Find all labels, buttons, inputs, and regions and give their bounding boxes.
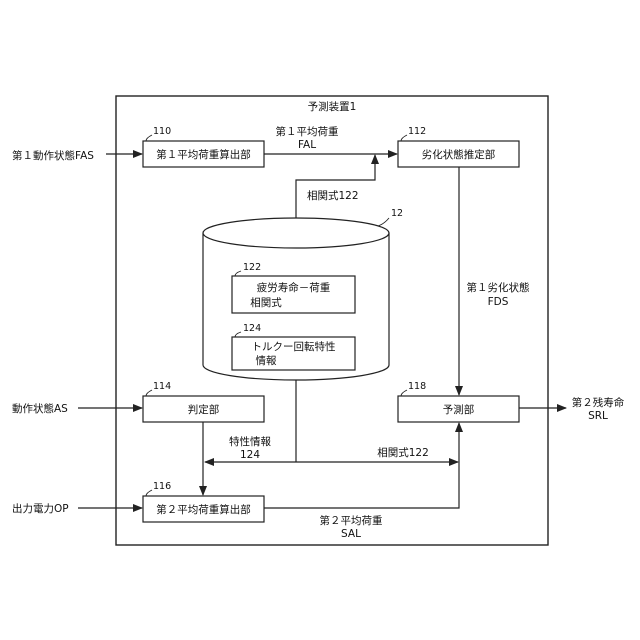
device-title: 予測装置1 xyxy=(308,100,357,113)
signal-fal-line1: 第１平均荷重 xyxy=(276,125,339,138)
arrow-correlation-top xyxy=(296,155,375,218)
input-as-label: 動作状態AS xyxy=(12,402,68,415)
judgment-unit-label: 判定部 xyxy=(188,403,220,416)
storage-item-correlation-ref: 122 xyxy=(243,262,261,273)
avg-load-calculator-2-ref-leader xyxy=(146,490,152,496)
storage-item-characteristic-line1: トルクー回転特性 xyxy=(252,340,336,353)
avg-load-calculator-1-ref: 110 xyxy=(153,126,171,137)
output-srl-line2: SRL xyxy=(588,410,608,422)
signal-characteristic-line1: 特性情報 xyxy=(229,435,271,448)
avg-load-calculator-2-label: 第２平均荷重算出部 xyxy=(156,503,251,516)
prediction-unit-ref: 118 xyxy=(408,381,426,392)
storage-ref: 12 xyxy=(391,208,403,219)
avg-load-calculator-2-ref: 116 xyxy=(153,481,171,492)
judgment-unit-ref: 114 xyxy=(153,381,171,392)
prediction-unit-label: 予測部 xyxy=(443,403,475,416)
avg-load-calculator-1-label: 第１平均荷重算出部 xyxy=(156,148,251,161)
degradation-estimator-ref-leader xyxy=(401,135,407,141)
signal-characteristic-line2: 124 xyxy=(240,449,260,461)
signal-correlation-bottom: 相関式122 xyxy=(377,446,429,459)
degradation-estimator-label: 劣化状態推定部 xyxy=(422,148,496,161)
storage-item-characteristic-line2: 情報 xyxy=(256,354,277,367)
storage-item-correlation-line2: 相関式 xyxy=(250,296,282,309)
prediction-unit-ref-leader xyxy=(401,390,407,396)
signal-fds-line1: 第１劣化状態 xyxy=(467,281,530,294)
storage-item-characteristic-ref: 124 xyxy=(243,323,261,334)
input-op-label: 出力電力OP xyxy=(12,502,69,515)
storage-cylinder-top xyxy=(203,218,389,248)
storage-ref-leader xyxy=(378,218,389,226)
degradation-estimator-ref: 112 xyxy=(408,126,426,137)
signal-correlation-top: 相関式122 xyxy=(307,189,359,202)
signal-sal-line2: SAL xyxy=(341,528,361,540)
signal-fds-line2: FDS xyxy=(488,296,509,308)
signal-sal-line1: 第２平均荷重 xyxy=(320,514,383,527)
input-fas-label: 第１動作状態FAS xyxy=(12,149,94,162)
arrow-sal xyxy=(264,423,459,508)
output-srl-line1: 第２残寿命 xyxy=(572,396,625,409)
judgment-unit-ref-leader xyxy=(146,390,152,396)
avg-load-calculator-1-ref-leader xyxy=(146,135,152,141)
signal-fal-line2: FAL xyxy=(298,139,316,151)
storage-item-correlation-line1: 疲労寿命－荷重 xyxy=(257,281,331,294)
